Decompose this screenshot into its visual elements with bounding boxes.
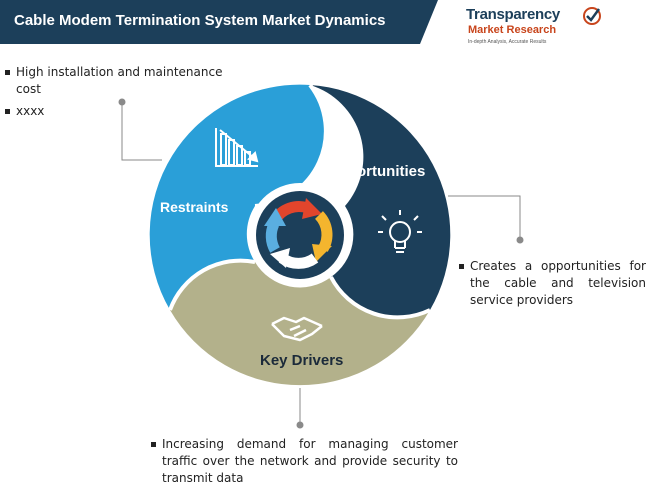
declining-chart-icon [215,128,259,167]
list-item: Increasing demand for managing customer … [150,436,458,487]
list-item: Creates a opportunities for the cable an… [458,258,646,309]
title-bar: Cable Modem Termination System Market Dy… [0,0,438,44]
handshake-icon [271,316,323,342]
logo-name-line1: Transparency [466,6,560,23]
drivers-connector [296,388,304,429]
lightbulb-icon [378,210,422,253]
logo-name-line2: Market Research [468,24,557,36]
company-logo: Transparency Market Research In-depth An… [466,6,646,52]
key-drivers-label: Key Drivers [260,352,344,369]
title-bar-shape [0,0,438,44]
list-item: High installation and maintenance cost [4,64,234,98]
cycle-arrows-icon [264,198,333,269]
restraints-connector [118,98,162,161]
key-drivers-bullets: Increasing demand for managing customer … [150,436,458,487]
opportunities-connector [448,195,524,244]
logo-check-icon [583,7,601,25]
opportunities-bullets: Creates a opportunities for the cable an… [458,258,646,309]
page-title: Cable Modem Termination System Market Dy… [14,12,386,29]
logo-tagline: In-depth Analysis, Accurate Results [468,39,547,45]
restraints-bullets: High installation and maintenance cost x… [4,64,234,125]
opportunities-segment [310,85,451,318]
restraints-label: Restraints [160,199,229,215]
drivers-segment [170,260,430,386]
restraints-segment [149,84,326,310]
list-item: xxxx [4,103,234,120]
opportunities-label: Opportunities [327,163,426,180]
